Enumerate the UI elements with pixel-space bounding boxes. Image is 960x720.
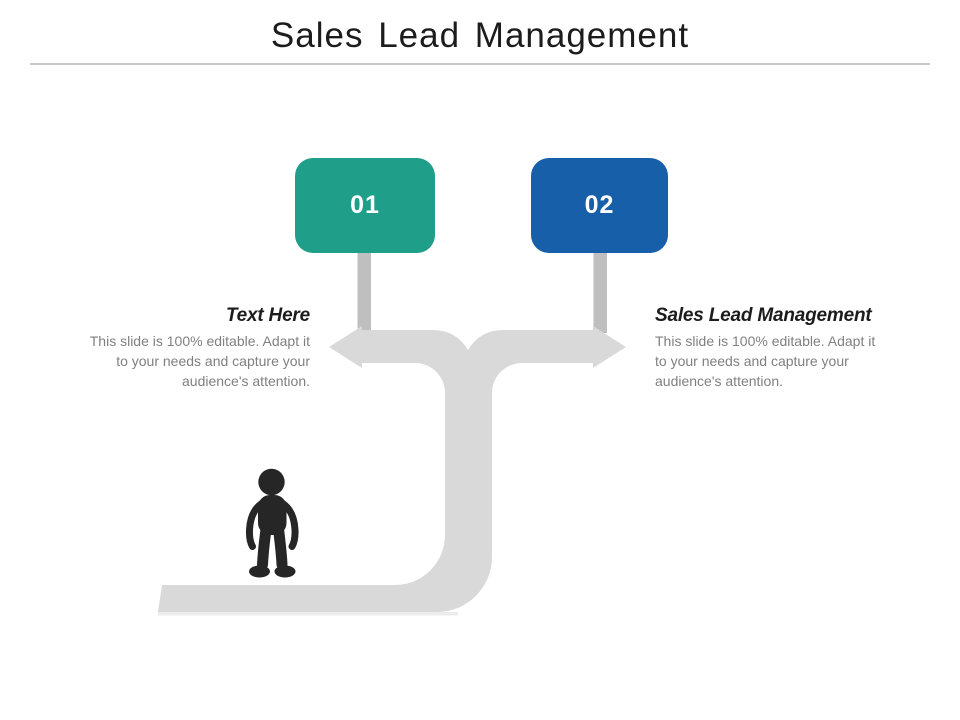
person-leg-left <box>257 523 272 570</box>
step-description: This slide is 100% editable. Adapt it to… <box>66 331 310 391</box>
step-text-block-left: Text Here This slide is 100% editable. A… <box>66 304 310 391</box>
road-shadow <box>158 612 458 616</box>
person-head <box>258 468 285 496</box>
connector-stalk-right <box>593 253 607 333</box>
description-line: This slide is 100% editable. Adapt it <box>655 333 876 349</box>
person-arm-left <box>245 500 265 550</box>
step-card-02: 02 <box>531 158 668 253</box>
person-icon <box>245 468 299 578</box>
connector-stalk-left <box>357 253 371 333</box>
description-line: to your needs and capture your <box>655 353 849 369</box>
description-line: audience's attention. <box>182 373 310 389</box>
step-text-block-right: Sales Lead Management This slide is 100%… <box>655 304 899 391</box>
title-divider <box>30 63 930 65</box>
step-description: This slide is 100% editable. Adapt it to… <box>655 331 899 391</box>
split-arrow-road-icon <box>158 326 626 612</box>
person-leg-right <box>273 523 288 570</box>
slide-title: Sales Lead Management <box>270 16 690 55</box>
step-card-01: 01 <box>295 158 435 253</box>
person-limbs <box>245 500 299 570</box>
description-line: audience's attention. <box>655 373 783 389</box>
step-number-label: 02 <box>584 191 615 219</box>
step-heading: Sales Lead Management <box>655 305 872 326</box>
person-arm-right <box>280 500 299 550</box>
step-heading: Text Here <box>225 305 310 326</box>
description-line: to your needs and capture your <box>116 353 310 369</box>
description-line: This slide is 100% editable. Adapt it <box>89 333 310 349</box>
step-number-label: 01 <box>350 191 380 219</box>
